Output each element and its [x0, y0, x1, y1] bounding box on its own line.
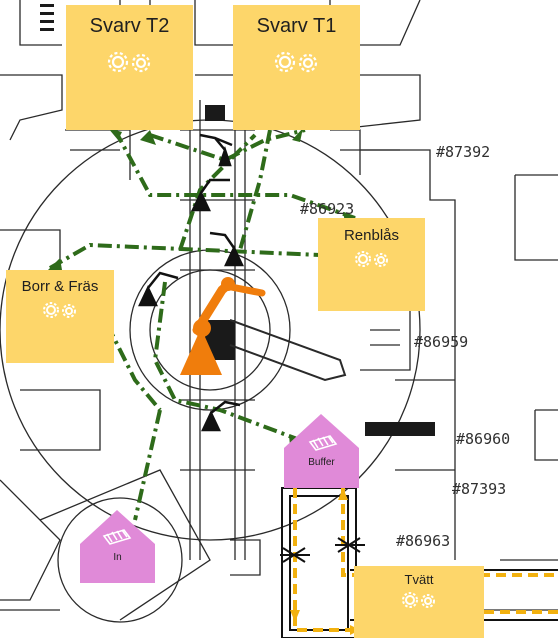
in-label: In: [113, 552, 122, 563]
pallet-icon: [308, 435, 338, 451]
station-label: Borr & Fräs: [21, 278, 99, 295]
gears-icon: [6, 300, 114, 325]
reference-label: #86959: [414, 333, 469, 351]
station-renblas[interactable]: Renblås: [318, 218, 425, 311]
transfer-gripper-icon: [335, 537, 365, 553]
buffer-station[interactable]: Buffer: [284, 414, 359, 488]
reference-label: #86963: [396, 532, 451, 550]
station-svarv-t1[interactable]: Svarv T1: [233, 5, 360, 130]
reference-label: #86923: [300, 200, 355, 218]
station-label: Svarv T2: [89, 15, 170, 37]
robot-icon: [199, 133, 233, 167]
reference-label: #86960: [456, 430, 511, 448]
robot-icon: [138, 271, 179, 307]
buffer-label: Buffer: [308, 457, 335, 468]
robot-icon: [201, 400, 241, 432]
transfer-gripper-icon: [280, 547, 310, 563]
reference-label: #87393: [452, 480, 507, 498]
gears-icon: [66, 49, 193, 80]
station-label: Svarv T1: [256, 15, 337, 37]
pallet-icon: [102, 529, 132, 545]
robot-icon: [191, 178, 230, 212]
station-label: Tvätt: [404, 572, 434, 587]
reference-label: #87392: [436, 143, 491, 161]
gears-icon: [233, 49, 360, 80]
robot-icon: [209, 231, 244, 267]
station-label: Renblås: [343, 227, 400, 244]
gears-icon: [318, 249, 425, 274]
station-tvatt[interactable]: Tvätt: [354, 566, 484, 638]
in-station[interactable]: In: [80, 510, 155, 583]
gears-icon: [354, 590, 484, 615]
station-svarv-t2[interactable]: Svarv T2: [66, 5, 193, 130]
station-borr-fras[interactable]: Borr & Fräs: [6, 270, 114, 363]
